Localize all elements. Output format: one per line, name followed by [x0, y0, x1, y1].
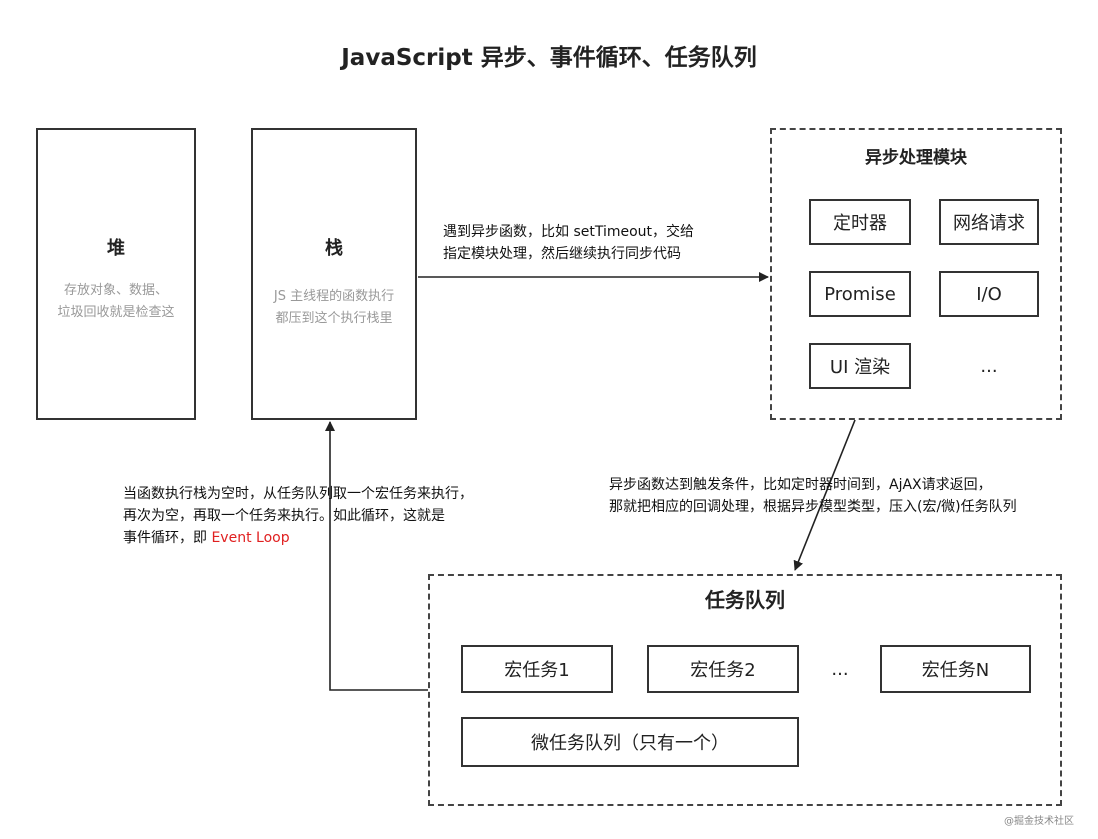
heap-label: 堆: [107, 238, 125, 259]
note-event-loop-line3-prefix: 事件循环，即: [123, 530, 212, 546]
note-async-to-queue: 异步函数达到触发条件，比如定时器时间到，AjAX请求返回， 那就把相应的回调处理…: [609, 474, 1017, 518]
heap-description: 存放对象、数据、 垃圾回收就是检查这: [38, 280, 194, 324]
heap-desc-line2: 垃圾回收就是检查这: [57, 305, 175, 320]
note-event-loop: 当函数执行栈为空时，从任务队列取一个宏任务来执行， 再次为空，再取一个任务来执行…: [123, 483, 473, 549]
stack-desc-line1: JS 主线程的函数执行: [273, 289, 395, 304]
macro-task-ellipsis: ...: [831, 658, 849, 680]
note-event-loop-line1: 当函数执行栈为空时，从任务队列取一个宏任务来执行，: [123, 486, 473, 502]
micro-task-queue: 微任务队列（只有一个）: [461, 717, 799, 767]
stack-desc-line2: 都压到这个执行栈里: [275, 311, 393, 326]
stack-description: JS 主线程的函数执行 都压到这个执行栈里: [253, 286, 415, 330]
macro-task-1: 宏任务1: [461, 645, 613, 693]
heap-box: 堆 存放对象、数据、 垃圾回收就是检查这: [36, 128, 196, 420]
note-async-to-queue-line2: 那就把相应的回调处理，根据异步模型类型，压入(宏/微)任务队列: [609, 499, 1017, 515]
stack-label: 栈: [325, 238, 343, 259]
async-item-promise: Promise: [809, 271, 911, 317]
macro-task-n: 宏任务N: [880, 645, 1031, 693]
async-item-timer: 定时器: [809, 199, 911, 245]
async-item-io: I/O: [939, 271, 1039, 317]
arrow-async-to-queue: [793, 419, 856, 571]
note-stack-to-async: 遇到异步函数，比如 setTimeout，交给 指定模块处理，然后继续执行同步代…: [443, 221, 694, 265]
macro-task-2: 宏任务2: [647, 645, 799, 693]
async-item-more: ...: [980, 355, 998, 377]
note-stack-to-async-line2: 指定模块处理，然后继续执行同步代码: [443, 246, 681, 262]
heap-desc-line1: 存放对象、数据、: [63, 283, 168, 298]
arrow-queue-to-stack: [325, 421, 428, 691]
watermark: @掘金技术社区: [1004, 816, 1074, 827]
async-module-title: 异步处理模块: [865, 148, 967, 168]
note-event-loop-line2: 再次为空，再取一个任务来执行。如此循环，这就是: [123, 508, 445, 524]
task-queue-title: 任务队列: [705, 588, 785, 612]
async-item-ui-render: UI 渲染: [809, 343, 911, 389]
note-event-loop-line3: 事件循环，即 Event Loop: [123, 527, 473, 549]
stack-box: 栈 JS 主线程的函数执行 都压到这个执行栈里: [251, 128, 417, 420]
note-stack-to-async-line1: 遇到异步函数，比如 setTimeout，交给: [443, 224, 695, 240]
note-async-to-queue-line1: 异步函数达到触发条件，比如定时器时间到，AjAX请求返回，: [609, 477, 992, 493]
diagram-title: JavaScript 异步、事件循环、任务队列: [341, 45, 757, 71]
event-loop-highlight: Event Loop: [211, 530, 290, 546]
async-item-network: 网络请求: [939, 199, 1039, 245]
